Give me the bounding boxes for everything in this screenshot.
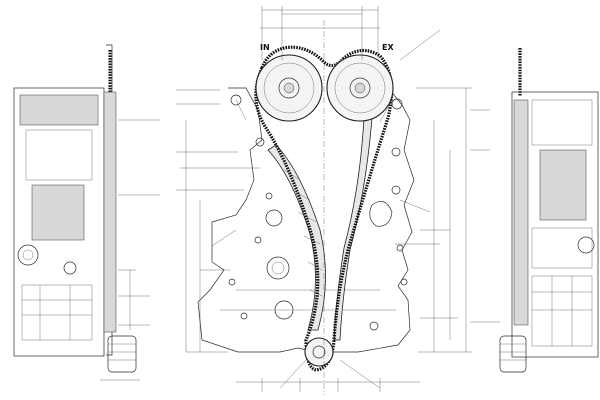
- bolt-boss: [228, 278, 236, 286]
- bolt-boss: [391, 147, 401, 157]
- chain-tensioner-arm: [267, 144, 326, 331]
- left-cylinder-section: [31, 184, 85, 241]
- right-cover-section: [513, 99, 529, 326]
- idler-boss: [274, 300, 294, 320]
- intake-sprocket-hub: [278, 77, 300, 99]
- oil-pump-boss: [266, 256, 290, 280]
- right-cylinder-section: [539, 149, 587, 221]
- front-block-inner-lines: [220, 99, 396, 311]
- right-crank-pulley: [499, 335, 527, 373]
- left-rib-lines: [22, 285, 92, 340]
- front-block-outline: [197, 87, 415, 353]
- bolt-boss: [254, 236, 262, 244]
- right-bore: [577, 236, 595, 254]
- front-bolt-bosses: [228, 94, 408, 331]
- bolt-boss: [230, 94, 242, 106]
- right-lower-cavity: [531, 275, 593, 347]
- bolt-boss: [391, 98, 403, 110]
- intake-sprocket-ring: [263, 62, 315, 114]
- oil-pump-boss-inner: [271, 261, 285, 275]
- right-side-view: [470, 48, 599, 373]
- bolt-boss: [396, 244, 404, 252]
- front-dimensions: [176, 6, 472, 392]
- left-cover-section: [103, 91, 117, 333]
- top-width-dims: [261, 6, 379, 60]
- crank-sprocket-hub: [312, 345, 326, 359]
- left-pulley-grooves: [108, 343, 136, 361]
- bottom-width-dims: [236, 378, 420, 392]
- right-rib-lines: [532, 276, 592, 346]
- intake-label: IN: [260, 43, 270, 52]
- left-dimension-lines: [118, 119, 160, 330]
- left-bore-inner: [22, 249, 34, 261]
- exhaust-sprocket-ring: [334, 62, 386, 114]
- left-leader-lines: [176, 89, 260, 247]
- timing-chain: [254, 45, 394, 372]
- left-height-dims: [185, 120, 230, 353]
- exhaust-sprocket-hub: [349, 77, 371, 99]
- left-upper-cavity: [25, 129, 93, 181]
- front-view: IN EX: [197, 20, 415, 395]
- left-lower-cavity: [21, 284, 93, 341]
- right-mid-cavity: [531, 227, 593, 269]
- bolt-boss: [391, 185, 401, 195]
- right-block-outline: [511, 91, 599, 358]
- exhaust-sprocket-bolt: [354, 82, 366, 94]
- bolt-boss: [240, 312, 248, 320]
- right-leader-lines: [260, 27, 441, 245]
- exhaust-label: EX: [382, 43, 394, 52]
- bolt-boss: [255, 137, 265, 147]
- right-cast-boss: [369, 200, 393, 227]
- left-head-section: [19, 94, 99, 126]
- right-pulley-grooves: [500, 343, 526, 361]
- bolt-boss: [400, 278, 408, 286]
- crank-sprocket: [304, 337, 334, 367]
- bolt-boss: [265, 192, 273, 200]
- bolt-boss: [369, 321, 379, 331]
- tensioner-boss: [265, 209, 283, 227]
- right-view-dims: [470, 109, 500, 323]
- right-height-dims: [416, 87, 472, 353]
- left-bore-small: [63, 261, 77, 275]
- intake-sprocket-bolt: [283, 82, 295, 94]
- left-side-view: [13, 44, 160, 381]
- left-bore-large: [17, 244, 39, 266]
- bottom-leader-lines: [279, 359, 381, 389]
- right-upper-cavity: [531, 99, 593, 146]
- left-crank-pulley: [107, 335, 137, 373]
